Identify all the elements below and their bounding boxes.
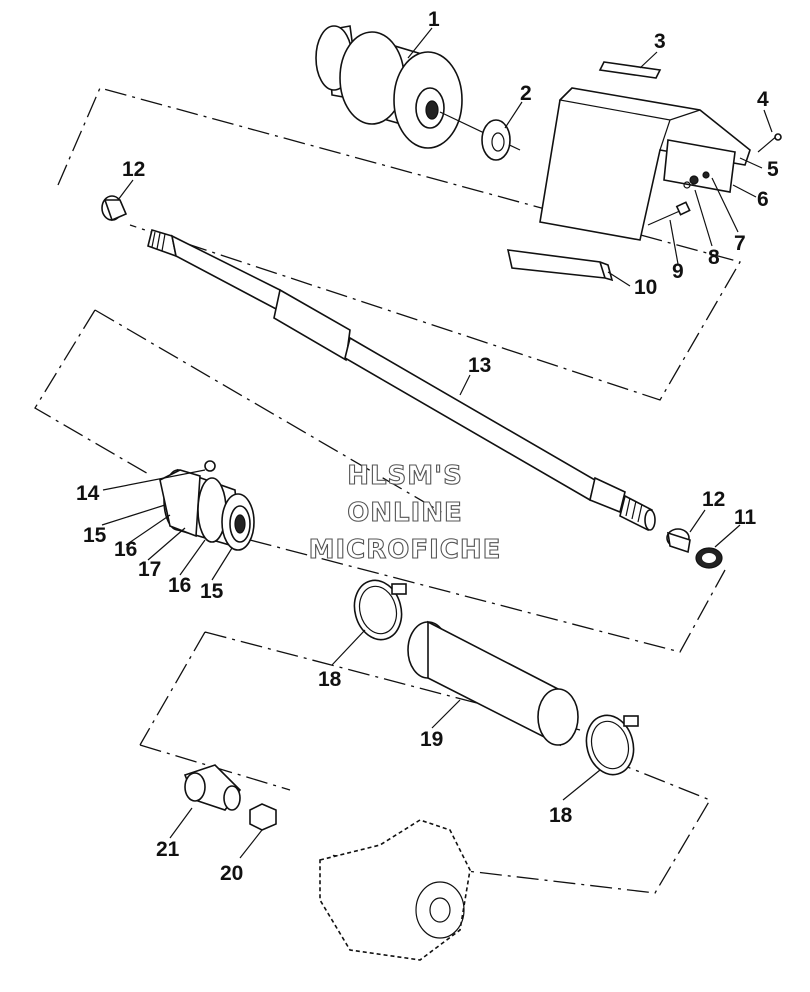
watermark-line-3: MICROFICHE xyxy=(309,535,502,565)
callout-9: 9 xyxy=(672,260,684,283)
callout-16-right: 16 xyxy=(168,574,191,597)
callout-5: 5 xyxy=(767,158,779,181)
callout-3: 3 xyxy=(654,30,666,53)
part-18-lower-clamp xyxy=(585,714,639,776)
part-10-bar xyxy=(506,249,614,282)
callout-12-upper: 12 xyxy=(122,158,145,181)
callout-12-lower: 12 xyxy=(702,488,725,511)
part-18-upper-clamp xyxy=(353,579,407,641)
callout-21: 21 xyxy=(156,838,180,861)
leader-lines xyxy=(101,27,773,859)
callout-10: 10 xyxy=(634,276,657,299)
impeller-outline xyxy=(319,819,471,961)
part-1-bearing-housing xyxy=(315,25,521,151)
watermark-line-2: ONLINE xyxy=(347,498,463,528)
parts-14-17-coupler xyxy=(159,460,255,551)
callout-17: 17 xyxy=(138,558,161,581)
callout-15-left: 15 xyxy=(83,524,107,547)
part-5-guard-housing xyxy=(539,87,751,241)
callout-18-lower: 18 xyxy=(549,804,573,827)
callout-8: 8 xyxy=(708,246,720,269)
watermark: HLSM'S ONLINE MICROFICHE xyxy=(308,460,502,565)
watermark-line-1: HLSM'S xyxy=(347,461,463,491)
callout-13: 13 xyxy=(468,354,491,377)
part-4-screw xyxy=(757,133,782,153)
callout-20: 20 xyxy=(220,862,243,885)
callout-2: 2 xyxy=(520,82,532,105)
callout-16-left: 16 xyxy=(114,538,137,561)
part-13-drive-shaft xyxy=(147,228,656,532)
callout-14: 14 xyxy=(76,482,100,505)
middle-assembly-guide xyxy=(34,309,726,653)
part-6-mounting-plate xyxy=(663,139,736,193)
part-3-strip xyxy=(598,61,662,79)
callout-6: 6 xyxy=(757,188,769,211)
part-11-o-ring xyxy=(695,547,723,569)
lower-assembly-guide xyxy=(139,631,711,894)
callout-1: 1 xyxy=(428,8,440,31)
part-20-nut xyxy=(249,803,277,831)
callout-15-right: 15 xyxy=(200,580,224,603)
part-2-washer xyxy=(481,119,511,161)
upper-assembly-guide xyxy=(57,87,741,401)
part-19-tube xyxy=(407,620,579,747)
callout-11: 11 xyxy=(734,506,757,529)
part-12-upper-cap xyxy=(101,195,128,222)
part-12-lower-cap xyxy=(666,528,691,554)
callout-7: 7 xyxy=(734,232,746,255)
part-9-pin xyxy=(647,201,691,226)
part-21-fitting xyxy=(183,764,242,811)
callout-4: 4 xyxy=(757,88,769,111)
callout-labels: 1 2 3 4 5 6 7 8 9 10 11 12 12 13 14 15 1… xyxy=(76,8,779,885)
callout-19: 19 xyxy=(420,728,443,751)
callout-18-upper: 18 xyxy=(318,668,342,691)
